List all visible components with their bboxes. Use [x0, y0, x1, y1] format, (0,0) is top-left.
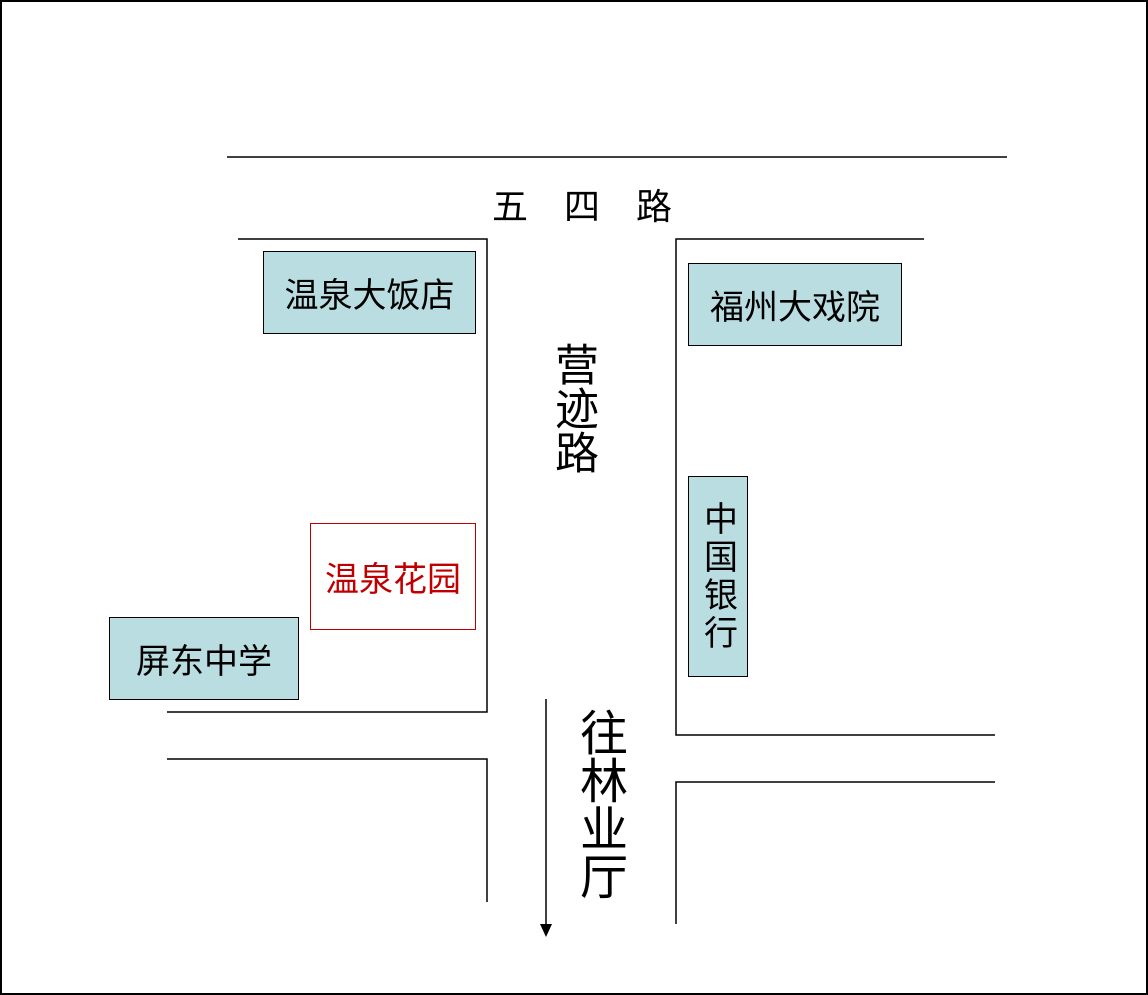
road-edge-right-upper: [675, 238, 995, 736]
place-bank: 中国银行: [688, 476, 748, 677]
direction-label-forestry: 往林业厅: [571, 708, 627, 900]
place-hotel: 温泉大饭店: [263, 251, 476, 334]
road-label-wusi: 五 四 路: [492, 187, 673, 228]
road-label-yingji: 营迹路: [547, 342, 598, 474]
road-edge-left-upper: [167, 238, 488, 713]
place-theater: 福州大戏院: [688, 263, 902, 346]
road-edge-right-lower: [675, 781, 995, 924]
place-school: 屏东中学: [109, 617, 299, 700]
direction-arrow-head: [540, 924, 552, 937]
road-edge-left-lower: [167, 758, 488, 902]
place-destination: 温泉花园: [310, 523, 476, 630]
